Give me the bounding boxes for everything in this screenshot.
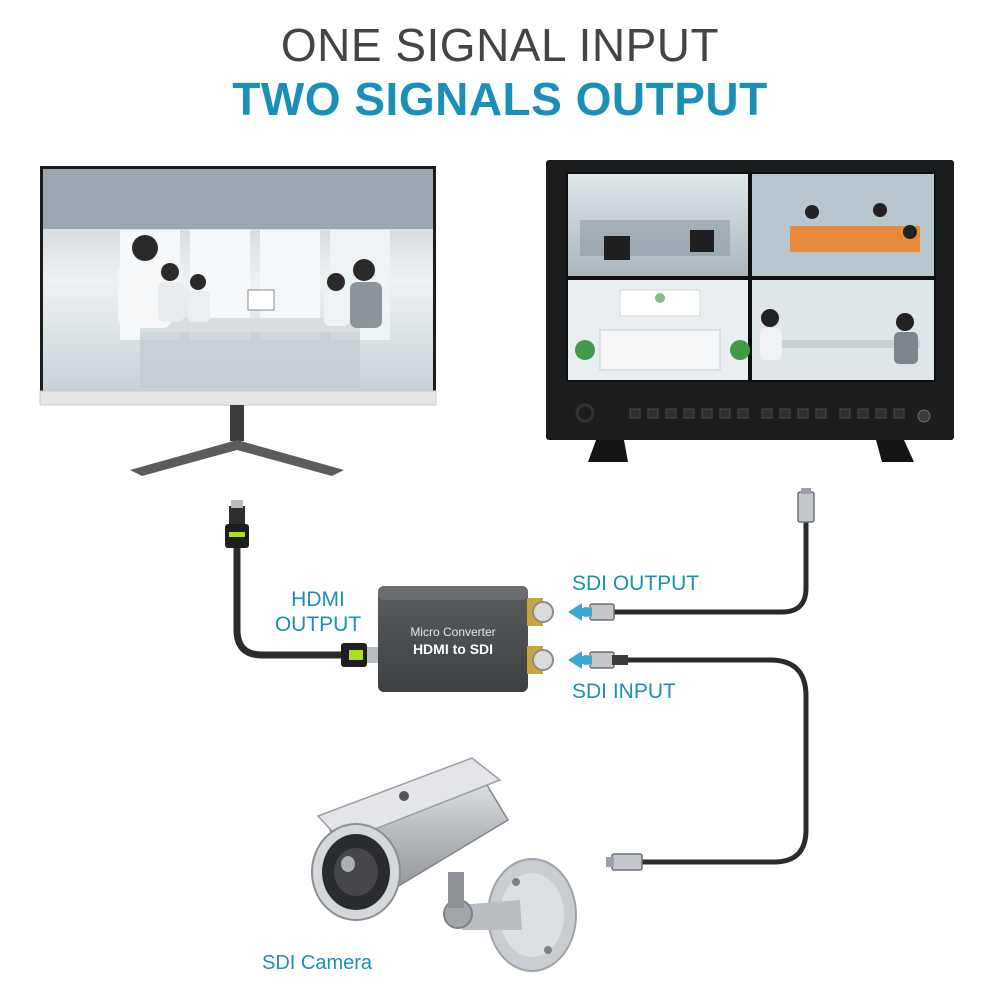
cables: [233, 517, 809, 865]
converter-label-line2: HDMI to SDI: [413, 641, 493, 657]
hdmi-output-label-line2: OUTPUT: [275, 613, 362, 636]
cctv-camera-icon: [311, 757, 577, 972]
sdi-camera-label: SDI Camera: [262, 952, 373, 974]
hdmi-monitor-icon: [39, 166, 437, 476]
hdmi-to-sdi-converter: [378, 586, 554, 692]
title-line2: TWO SIGNALS OUTPUT: [232, 73, 768, 125]
arrow-sdi-input-icon: [568, 651, 592, 669]
converter-label-line1: Micro Converter: [410, 625, 495, 639]
sdi-monitor-icon: [546, 160, 954, 462]
hdmi-plug-top: [225, 500, 249, 548]
arrow-sdi-output-icon: [568, 603, 592, 621]
sdi-input-label: SDI INPUT: [572, 680, 676, 703]
sdi-output-label: SDI OUTPUT: [572, 572, 699, 595]
hdmi-plug-converter: [341, 643, 381, 667]
title-line1: ONE SIGNAL INPUT: [280, 19, 720, 71]
bnc-connector-camera: [606, 853, 643, 871]
bnc-connector-top: [797, 488, 815, 523]
hdmi-output-label-line1: HDMI: [291, 588, 345, 611]
